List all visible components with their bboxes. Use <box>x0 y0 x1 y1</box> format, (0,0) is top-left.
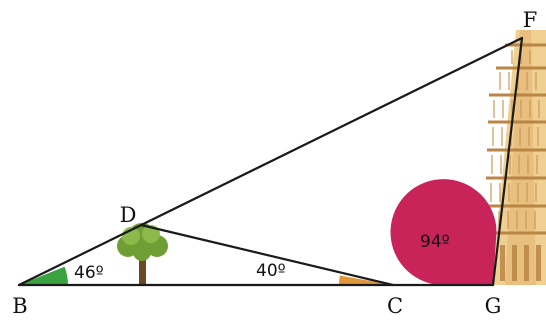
point-label-C: C <box>387 294 403 318</box>
point-label-F: F <box>523 8 538 32</box>
angle-mark-G <box>390 179 497 285</box>
tree-icon <box>117 223 168 285</box>
angle-label-C: 40º <box>256 261 286 281</box>
segment-GF <box>491 36 524 287</box>
angle-mark-B <box>19 266 68 285</box>
point-label-G: G <box>485 294 502 318</box>
angle-label-B: 46º <box>74 263 104 283</box>
segment-DC <box>139 223 395 287</box>
angle-label-G: 94º <box>420 232 450 252</box>
point-label-B: B <box>12 294 27 318</box>
point-label-D: D <box>120 203 137 227</box>
segment-BF <box>17 36 524 287</box>
leaning-tower-icon <box>484 30 546 285</box>
